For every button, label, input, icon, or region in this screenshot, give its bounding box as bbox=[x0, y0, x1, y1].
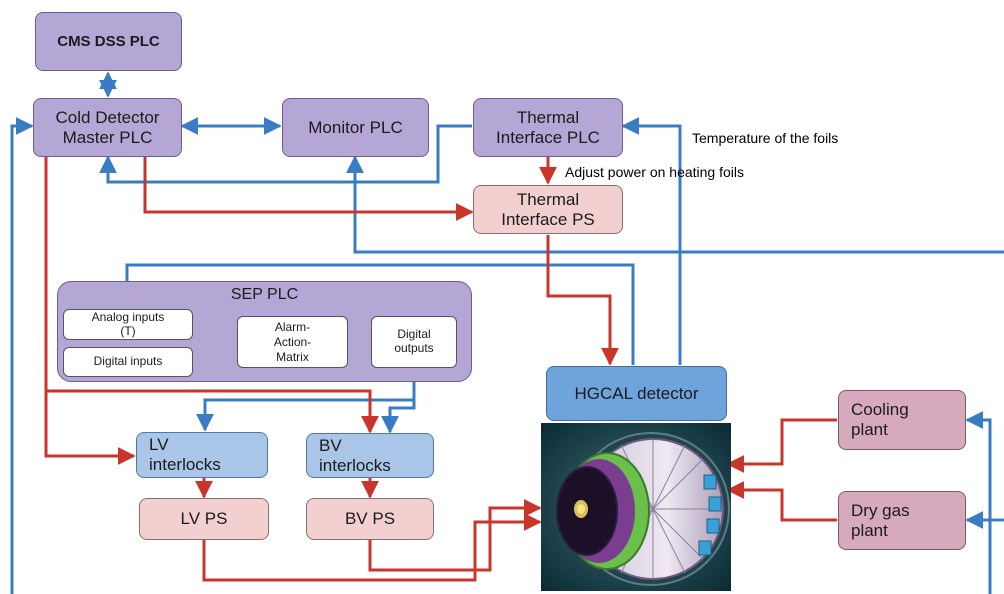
bv-ps-box: BV PS bbox=[306, 498, 434, 540]
lv-interlocks-box: LV interlocks bbox=[136, 432, 268, 478]
cold-detector-master-plc-label: Cold Detector Master PLC bbox=[55, 107, 160, 147]
link-hgcal-thermal-plc bbox=[621, 117, 682, 365]
alarm-action-matrix-box: Alarm- Action- Matrix bbox=[237, 316, 348, 368]
cms-dss-plc-label: CMS DSS PLC bbox=[57, 32, 160, 50]
link-lv-ps-hgcal bbox=[202, 513, 542, 582]
analog-inputs-box: Analog inputs (T) bbox=[63, 309, 193, 340]
bv-ps-label: BV PS bbox=[344, 509, 396, 529]
thermal-interface-ps-label: Thermal Interface PS bbox=[501, 189, 595, 229]
cms-dss-plc-box: CMS DSS PLC bbox=[35, 12, 182, 71]
link-thermal-plc-cold bbox=[99, 124, 472, 184]
alarm-action-matrix-label: Alarm- Action- Matrix bbox=[273, 319, 312, 364]
link-right-cooling bbox=[965, 411, 992, 594]
hgcal-detector-image bbox=[541, 423, 731, 591]
sep-plc-label: SEP PLC bbox=[230, 286, 299, 303]
link-drygas-hgcal bbox=[726, 481, 837, 522]
lv-ps-box: LV PS bbox=[139, 498, 269, 540]
hgcal-detector-label: HGCAL detector bbox=[574, 383, 699, 403]
cooling-plant-box: Cooling plant bbox=[838, 390, 966, 450]
monitor-plc-label: Monitor PLC bbox=[308, 117, 403, 137]
adjust-power-annotation: Adjust power on heating foils bbox=[565, 164, 744, 180]
link-cooling-hgcal bbox=[726, 418, 837, 473]
thermal-interface-plc-label: Thermal Interface PLC bbox=[496, 107, 600, 147]
link-outputs-lv bbox=[196, 372, 416, 432]
link-cold-bv bbox=[46, 389, 379, 434]
bv-interlocks-box: BV interlocks bbox=[306, 433, 434, 478]
thermal-interface-ps-box: Thermal Interface PS bbox=[473, 185, 623, 234]
thermal-interface-plc-box: Thermal Interface PLC bbox=[473, 98, 623, 157]
link-bv-ps-hgcal bbox=[368, 499, 542, 572]
analog-inputs-label: Analog inputs (T) bbox=[91, 309, 165, 338]
cold-detector-master-plc-box: Cold Detector Master PLC bbox=[33, 98, 182, 157]
link-cold-thermal-ps bbox=[143, 157, 474, 221]
link-left-cold bbox=[10, 117, 34, 594]
cooling-plant-label: Cooling plant bbox=[851, 400, 909, 439]
link-thermal-ps-hgcal bbox=[546, 235, 619, 366]
digital-inputs-box: Digital inputs bbox=[63, 347, 193, 377]
dry-gas-plant-box: Dry gas plant bbox=[838, 491, 966, 550]
monitor-plc-box: Monitor PLC bbox=[282, 98, 429, 157]
link-cold-lv bbox=[44, 157, 136, 465]
bv-interlocks-label: BV interlocks bbox=[319, 435, 391, 475]
dry-gas-plant-label: Dry gas plant bbox=[851, 500, 910, 540]
hgcal-detector-box: HGCAL detector bbox=[546, 366, 727, 421]
digital-inputs-label: Digital inputs bbox=[93, 354, 163, 369]
link-right-monitor bbox=[346, 155, 1004, 254]
lv-ps-label: LV PS bbox=[180, 509, 228, 529]
temperature-of-foils-annotation: Temperature of the foils bbox=[692, 130, 839, 146]
lv-interlocks-label: LV interlocks bbox=[149, 435, 221, 474]
digital-outputs-label: Digital outputs bbox=[394, 327, 434, 355]
link-outputs-bv bbox=[381, 400, 416, 434]
digital-outputs-box: Digital outputs bbox=[371, 316, 457, 368]
